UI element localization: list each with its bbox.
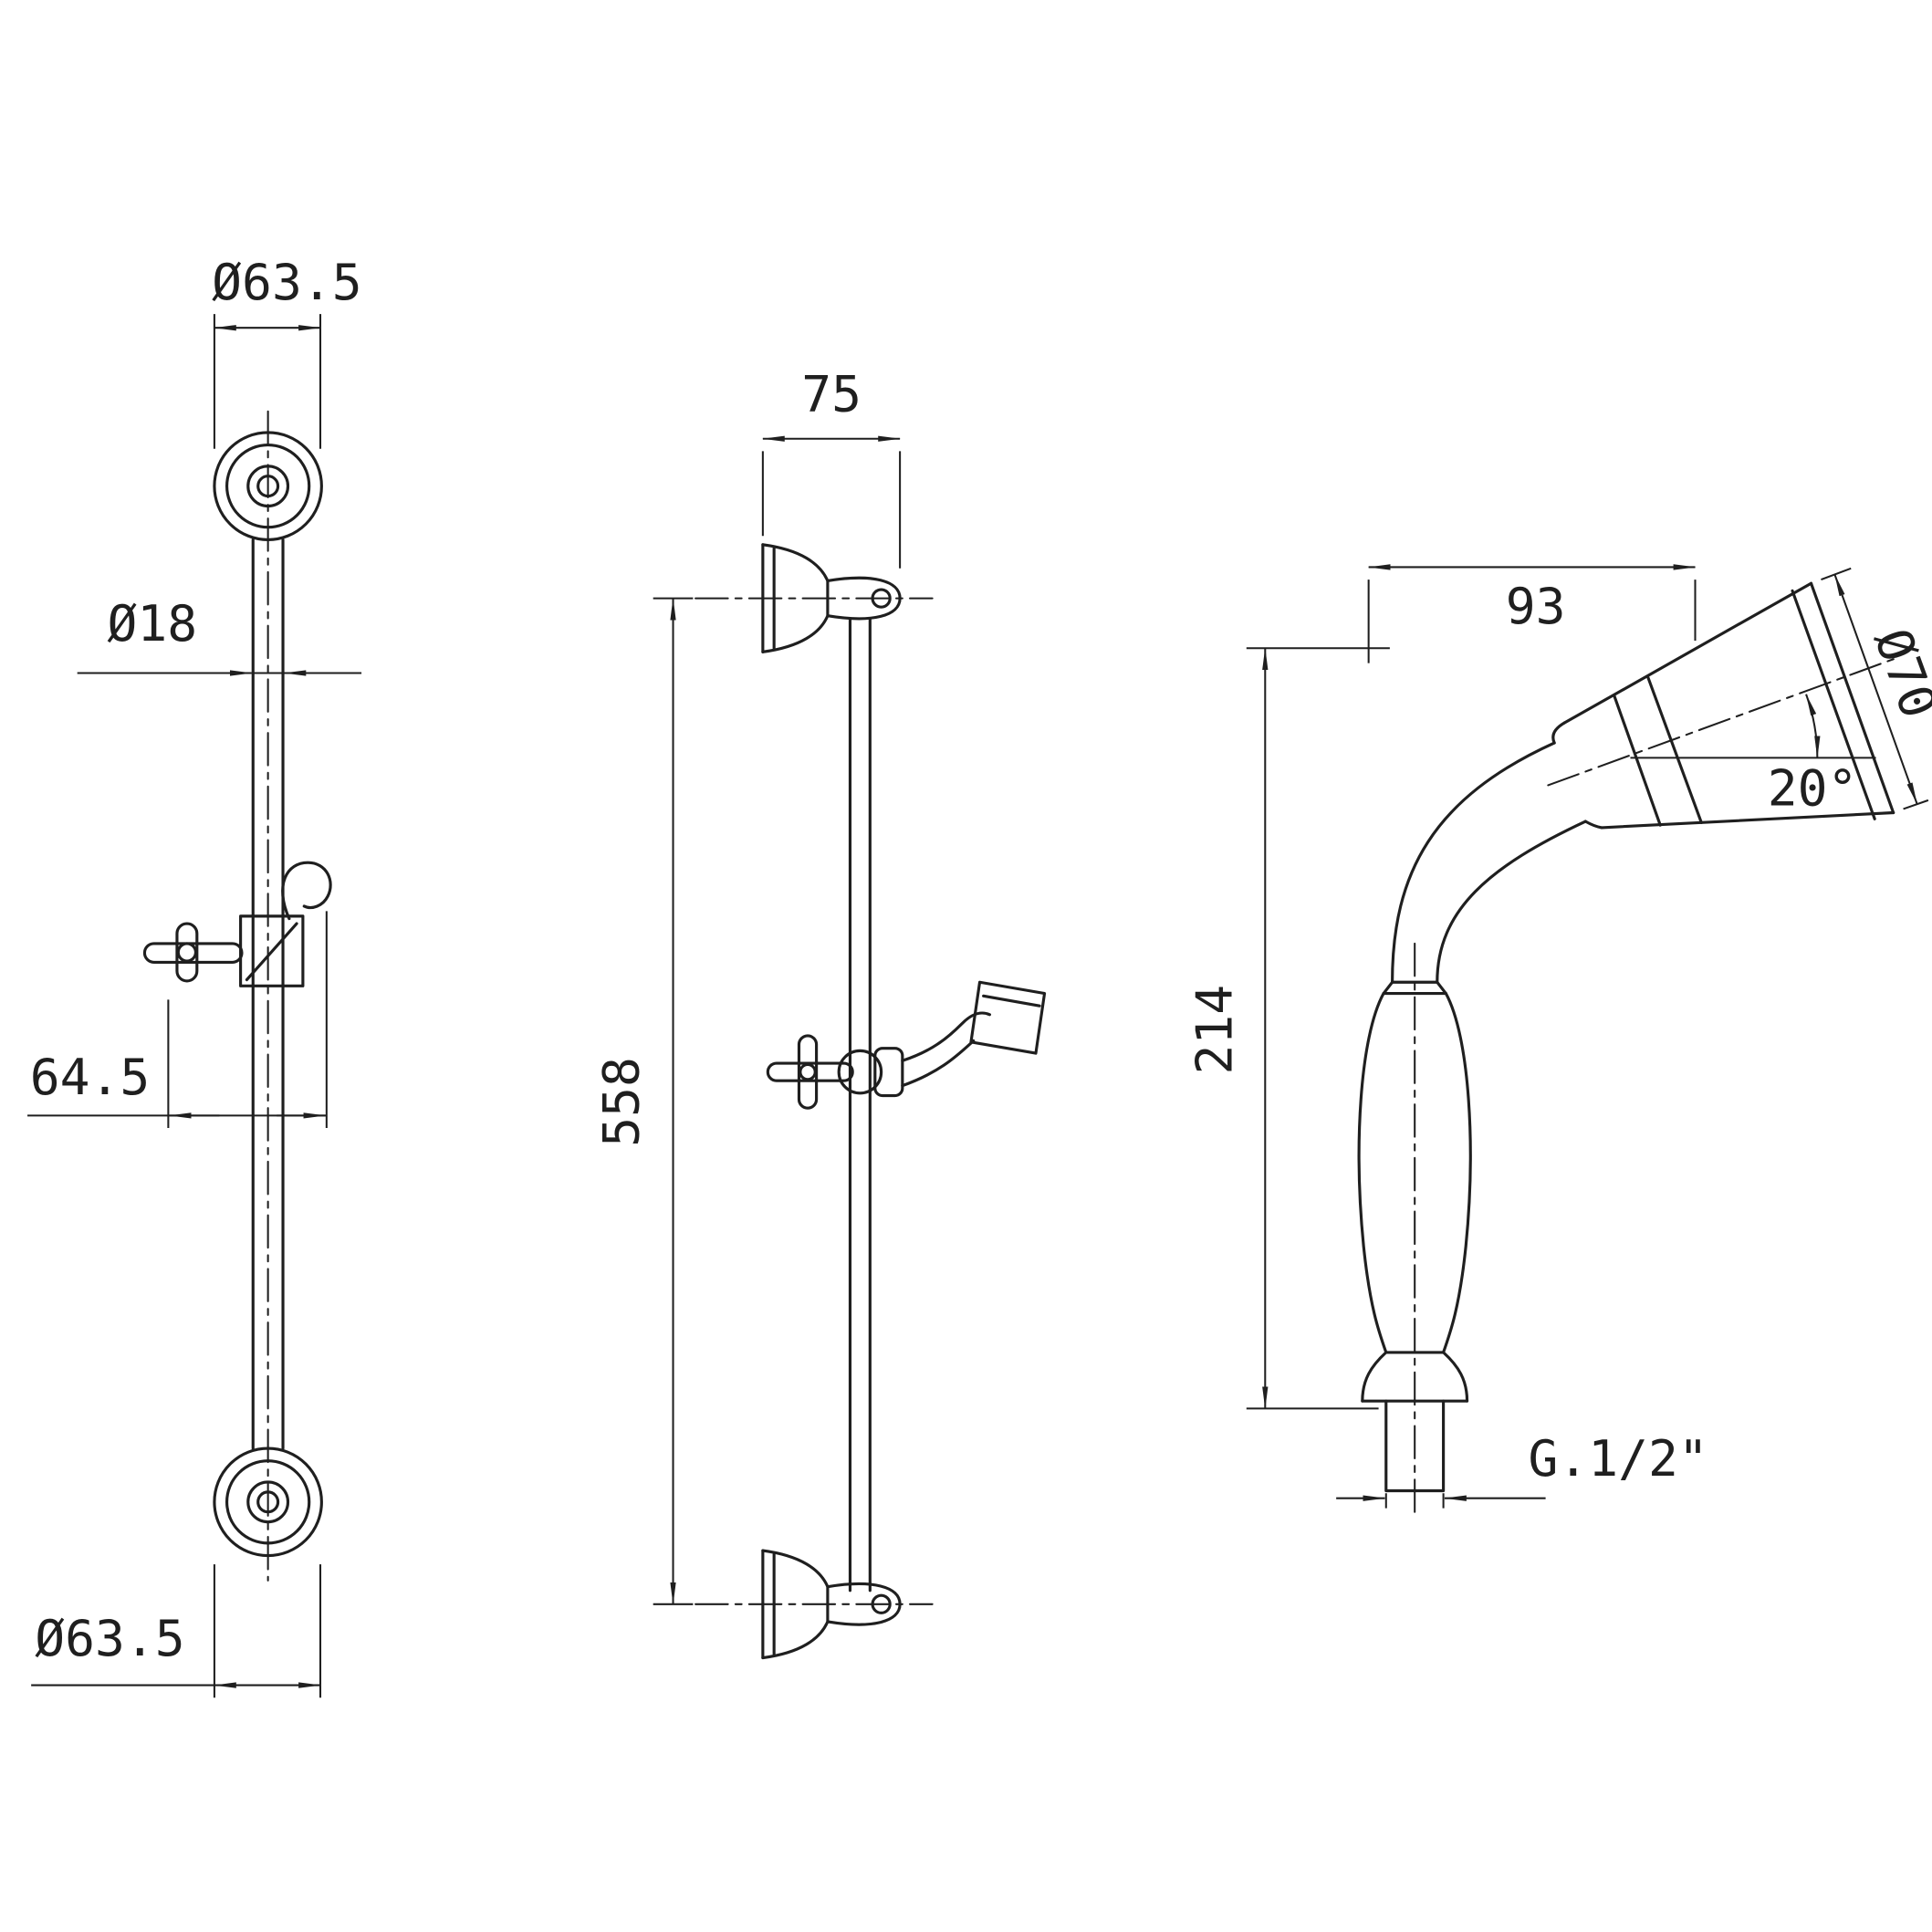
extension-lines (1821, 567, 1929, 810)
mount-outer-ring (213, 1446, 323, 1558)
extension-lines (167, 911, 328, 1129)
mount-outer-ring (213, 431, 323, 541)
slider-handset-hook (281, 861, 332, 921)
dim-bottom-mount-diameter: Ø63.5 (31, 1564, 322, 1698)
handset-view (1357, 581, 1901, 1516)
slider-handset-cup-rim (982, 994, 1041, 1008)
bracket-end-ball (871, 1593, 892, 1614)
head-ridge-lines (1613, 675, 1703, 827)
dim-label-bottom-mount-diameter: Ø63.5 (35, 1609, 184, 1667)
slider-bracket (239, 914, 305, 987)
extension-lines (213, 314, 322, 449)
extension-lines (1246, 647, 1390, 1410)
head-bottom-edge (1600, 810, 1895, 830)
side-view (694, 543, 1047, 1660)
dim-label-handset-height: 214 (1185, 985, 1243, 1075)
side-top-bracket (761, 543, 902, 653)
front-dimensions: Ø63.5 Ø18 64.5 Ø63.5 (27, 253, 362, 1698)
mount-inner-ring (225, 1459, 311, 1545)
dim-label-bracket-depth: 75 (801, 365, 862, 423)
dim-rail-length: 558 (591, 597, 694, 1605)
dim-handset-height: 214 (1185, 647, 1390, 1410)
handset-neck-tube (1391, 741, 1587, 984)
front-rail-tube (251, 538, 285, 1450)
side-bottom-bracket (761, 1549, 902, 1660)
side-slider-assembly (766, 980, 1047, 1110)
dimension-line (1833, 573, 1918, 805)
handle-foot-rings (1361, 1351, 1469, 1403)
bracket-wall-flange (761, 1549, 776, 1660)
slider-handset-cup (969, 980, 1047, 1055)
dim-label-top-mount-diameter: Ø63.5 (212, 253, 361, 311)
dim-head-length: 93 (1367, 564, 1697, 663)
dim-top-mount-diameter: Ø63.5 (212, 253, 362, 449)
extension-lines (1367, 580, 1697, 663)
bracket-end-cap (826, 576, 902, 621)
handle-left-profile (1357, 980, 1394, 1403)
side-dimensions: 75 558 (591, 365, 902, 1605)
mount-screw (256, 475, 280, 498)
bracket-bell-profile (761, 1549, 830, 1660)
side-rail-tube (848, 618, 872, 1593)
dim-label-slider-width: 64.5 (30, 1048, 151, 1106)
extension-lines (761, 451, 902, 569)
extension-lines (1384, 1493, 1445, 1509)
slider-cross-handle-boss (799, 1062, 817, 1081)
dim-rail-diameter: Ø18 (77, 594, 362, 676)
slider-boss (837, 1049, 883, 1095)
slider-cross-handle-boss (176, 942, 198, 963)
mount-hub (246, 1480, 290, 1524)
bracket-end-ball (871, 588, 892, 609)
dim-label-spray-angle: 20° (1768, 758, 1858, 817)
slider-hook-arm (901, 1011, 992, 1088)
handset-handle (1357, 980, 1472, 1493)
front-slider-assembly (142, 861, 332, 987)
head-back-dome (1551, 721, 1603, 830)
dim-spray-angle: 20° (1630, 694, 1876, 817)
dim-label-rail-diameter: Ø18 (107, 594, 197, 653)
mount-hub (246, 465, 290, 508)
handle-collar (1382, 980, 1447, 996)
bracket-wall-flange (761, 543, 776, 653)
handle-right-profile (1436, 980, 1472, 1403)
dim-label-rail-length: 558 (591, 1057, 650, 1147)
dim-connection-thread: G.1/2" (1336, 1429, 1708, 1509)
dim-label-head-length: 93 (1506, 577, 1566, 635)
handle-thread-tail (1384, 1399, 1446, 1493)
slider-cross-handle-bar (766, 1061, 854, 1082)
front-bottom-wall-mount (213, 1446, 323, 1558)
slider-collar (873, 1047, 904, 1098)
dim-label-head-diameter: Ø70 (1863, 621, 1932, 726)
front-top-wall-mount (213, 431, 323, 541)
dim-bracket-depth: 75 (761, 365, 902, 569)
mount-screw (256, 1490, 280, 1514)
dim-label-connection-thread: G.1/2" (1528, 1429, 1707, 1488)
head-top-edge (1562, 581, 1813, 725)
mount-inner-ring (225, 444, 311, 529)
angle-arc (1805, 694, 1821, 759)
dim-slider-width: 64.5 (27, 911, 328, 1129)
front-view (142, 410, 332, 1582)
slider-cross-handle-bar (142, 942, 244, 964)
bracket-bell-profile (761, 543, 830, 653)
bracket-end-cap (826, 1582, 902, 1626)
handset-dimensions: 93 Ø70 20° 214 G.1/2" (1185, 564, 1932, 1509)
extension-lines (213, 1564, 322, 1698)
slider-cross-handle-arm (175, 922, 199, 983)
